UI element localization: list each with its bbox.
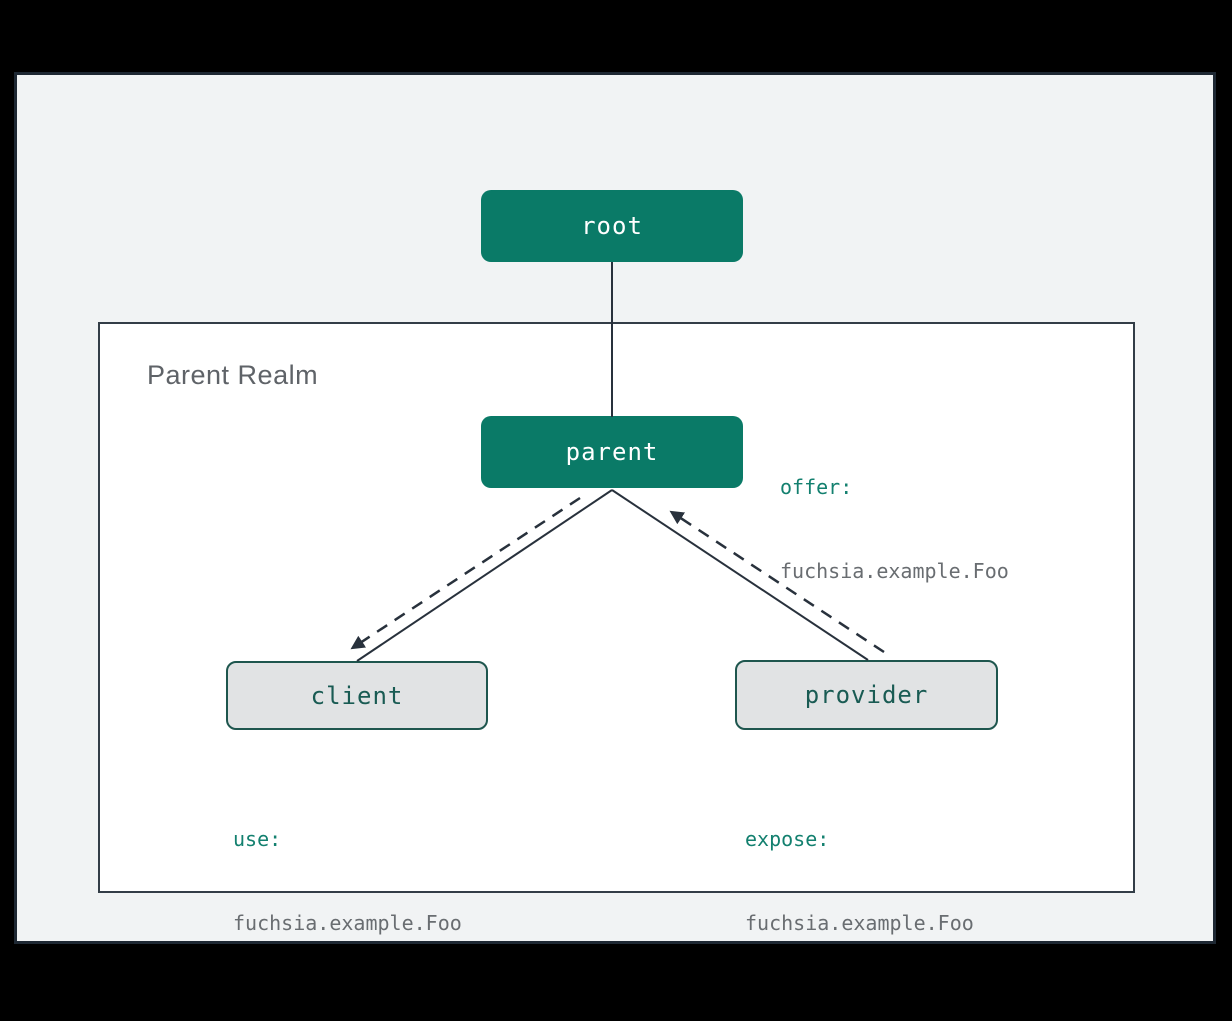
root-node: root — [481, 190, 743, 262]
offer-keyword: offer: — [780, 475, 853, 499]
client-node-label: client — [310, 681, 404, 710]
use-keyword: use: — [233, 827, 282, 851]
expose-value: fuchsia.example.Foo — [745, 911, 974, 935]
expose-keyword: expose: — [745, 827, 830, 851]
root-node-label: root — [581, 212, 643, 240]
provider-node-label: provider — [804, 681, 929, 709]
offer-annotation: offer: fuchsia.example.Foo — [780, 417, 1009, 641]
provider-node: provider — [735, 660, 998, 730]
use-value: fuchsia.example.Foo — [233, 911, 462, 935]
offer-value: fuchsia.example.Foo — [780, 559, 1009, 583]
parent-realm-title: Parent Realm — [147, 360, 319, 390]
parent-node: parent — [481, 416, 743, 488]
use-annotation: use: fuchsia.example.Foo — [233, 769, 462, 993]
parent-node-label: parent — [565, 438, 659, 466]
expose-annotation: expose: fuchsia.example.Foo — [745, 769, 974, 993]
client-node: client — [226, 661, 488, 730]
